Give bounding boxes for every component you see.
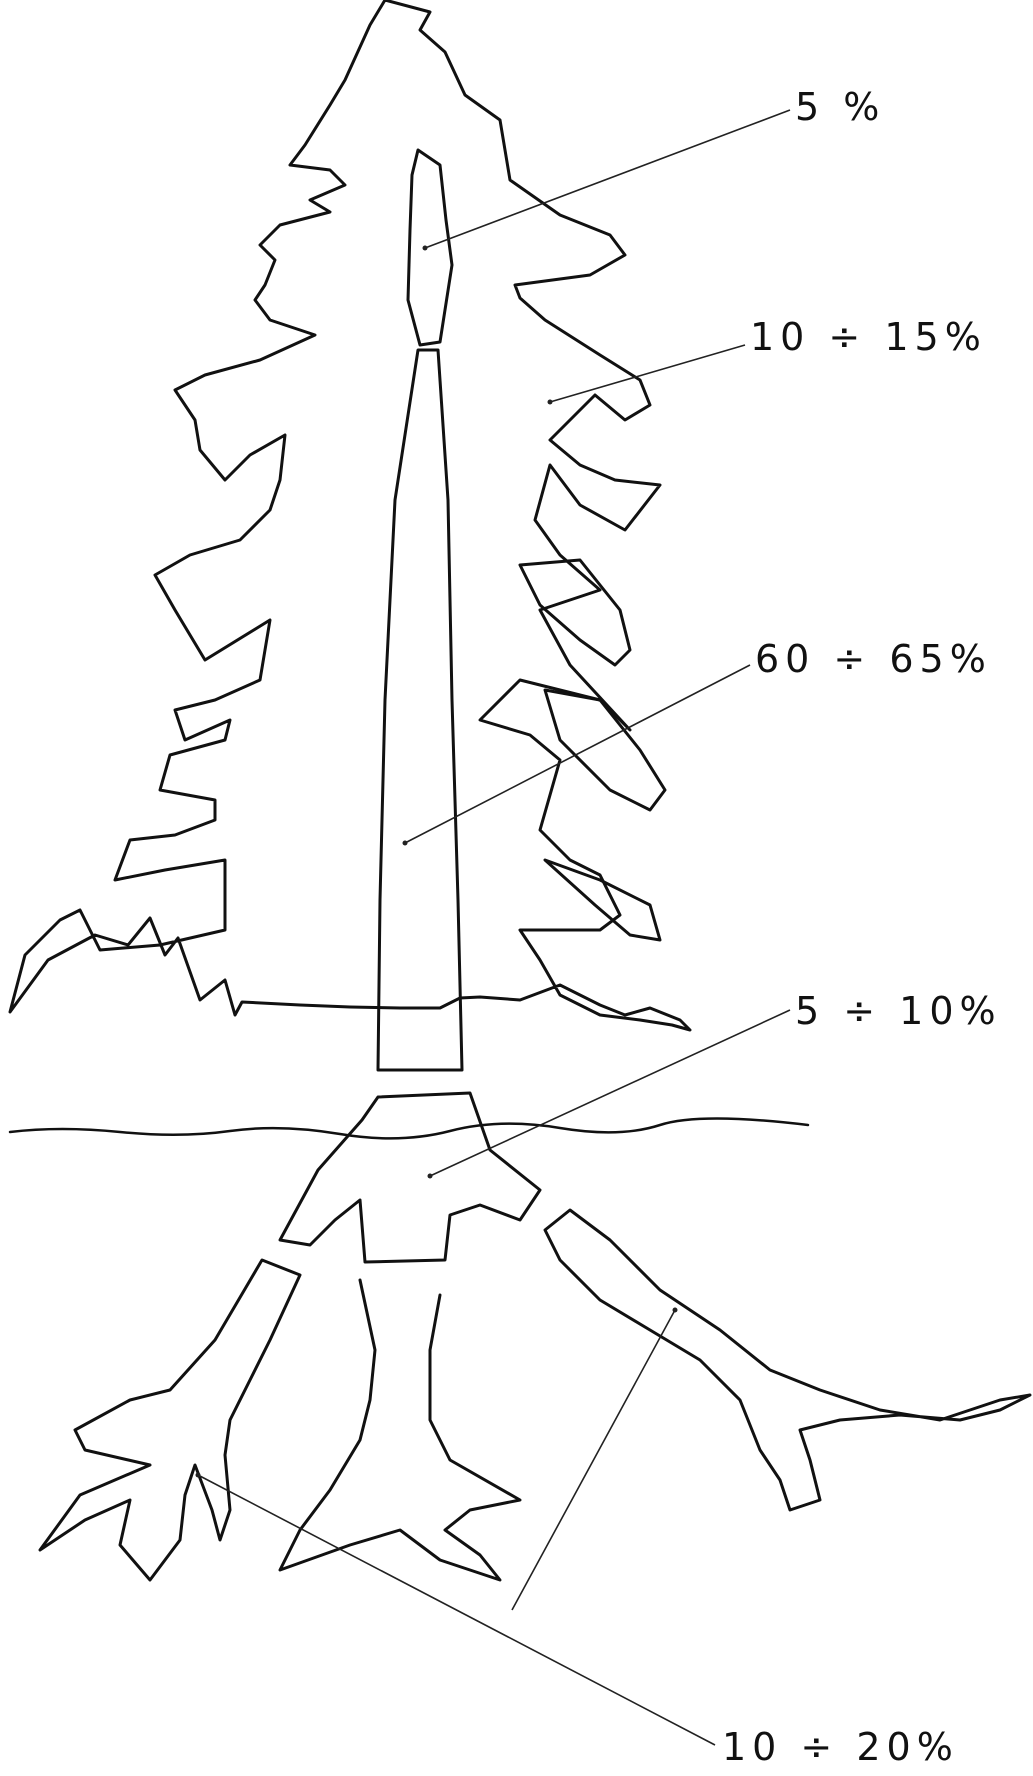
ground-line [10,1119,808,1139]
leader-dot [673,1308,678,1313]
label-stump: 5 ÷ 10% [795,992,1002,1030]
leader-dot [428,1174,433,1179]
leader-dot [423,246,428,251]
leader-dot [548,400,553,405]
leader-line-branches [550,345,745,402]
left-root [40,1260,300,1580]
label-roots: 10 ÷ 20% [722,1728,959,1766]
right-root [545,1210,1030,1510]
middle-root [280,1280,520,1580]
leader-line-roots-a [198,1475,715,1745]
trunk-top-segment [408,150,452,345]
label-trunk: 60 ÷ 65% [755,640,992,678]
branch-loop [545,690,665,810]
branch-loop [520,560,630,665]
label-tip: 5 % [795,88,885,126]
leader-dot [196,1473,201,1478]
leader-line-trunk [405,665,750,843]
stump [280,1093,540,1262]
trunk-main-segment [378,350,462,1070]
leader-line-tip [425,110,790,248]
leader-line-roots-b [512,1310,675,1610]
leader-line-stump [430,1010,790,1176]
leader-dot [403,841,408,846]
label-branches: 10 ÷ 15% [750,318,987,356]
